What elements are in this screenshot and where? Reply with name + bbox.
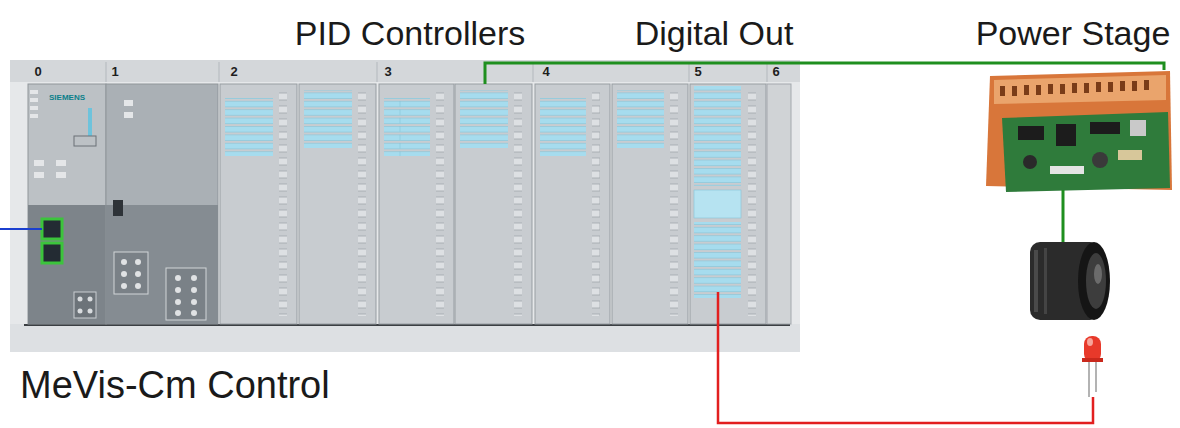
slot-number: 5: [694, 65, 701, 80]
rack-bottom-rail: [10, 324, 800, 352]
slot-number: 0: [34, 65, 41, 80]
rack-background: [10, 60, 800, 352]
pid-module: [455, 84, 532, 324]
end-cap: [767, 84, 791, 324]
slot-number: 1: [111, 65, 118, 80]
io-module: [612, 84, 688, 324]
plc-rack: MeVis-Cm ControlPID ControllersDigital O…: [10, 60, 800, 352]
plc-module: PID Controllers: [455, 84, 532, 324]
slot-number: 4: [542, 65, 549, 80]
node-heading: MeVis-Cm Control: [20, 364, 330, 408]
io-module: [220, 84, 297, 324]
lens-wire: [1062, 190, 1065, 244]
io-module: [299, 84, 376, 324]
node-heading: PID Controllers: [295, 14, 526, 53]
slot-dividers: [106, 62, 767, 82]
slot-number: 2: [230, 65, 237, 80]
node-heading: Power Stage: [976, 14, 1171, 53]
power-stage-board: [986, 71, 1172, 192]
slot-number: 6: [772, 65, 779, 80]
plc-module: Digital Out: [690, 84, 766, 324]
liquid-lens: [1030, 242, 1110, 320]
power-supply-module: [106, 84, 218, 324]
slot-number: 3: [384, 65, 391, 80]
ethernet-port: [42, 243, 62, 263]
io-module: [379, 84, 454, 324]
signal-wire: [485, 63, 1164, 84]
led: [1082, 336, 1103, 397]
cpu-module: [28, 84, 106, 324]
node-heading: Digital Out: [635, 14, 794, 53]
device-box: Power Stage: [985, 70, 1172, 192]
brand-label: SIEMENS: [49, 93, 85, 102]
ethernet-port: [42, 219, 62, 239]
io-module: [535, 84, 610, 324]
network-cable: [0, 228, 42, 230]
digital-out-module: [690, 84, 766, 324]
